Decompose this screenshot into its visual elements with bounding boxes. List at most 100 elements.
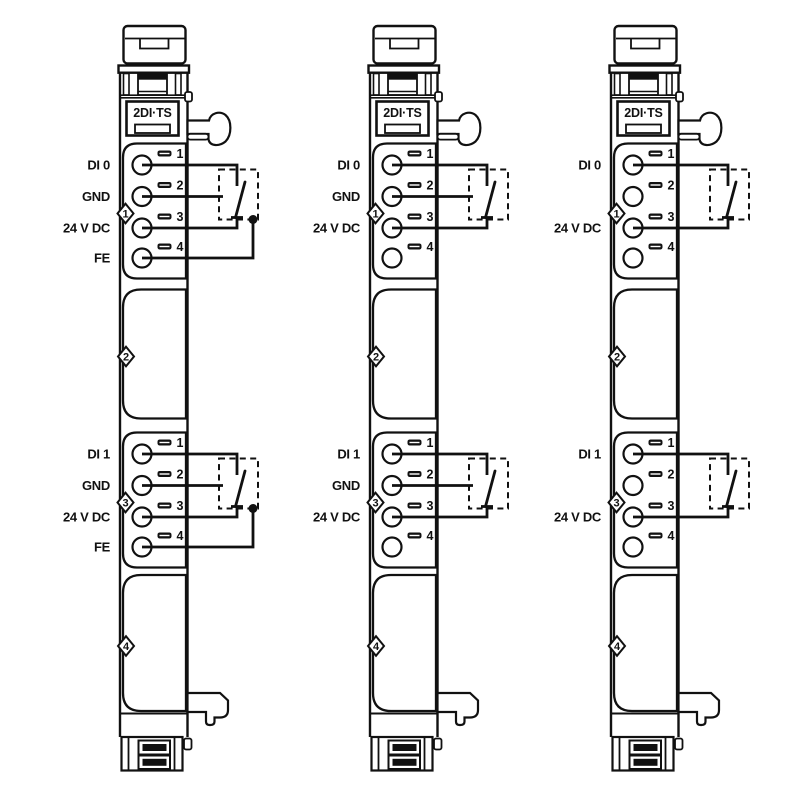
release-tab-top bbox=[677, 132, 701, 141]
release-tab-top bbox=[436, 132, 460, 141]
top-plug bbox=[613, 24, 678, 65]
cover-panel-bottom bbox=[121, 573, 188, 713]
cover-panel-mid bbox=[612, 288, 679, 420]
terminal-number: 3 bbox=[427, 499, 434, 513]
wire-di-to-switch bbox=[392, 452, 489, 475]
terminal-label: DI 0 bbox=[578, 158, 601, 173]
connection-marker-number: 1 bbox=[613, 208, 619, 220]
cover-panel-mid bbox=[371, 288, 438, 420]
terminal-number: 3 bbox=[668, 499, 675, 513]
switch-lever bbox=[725, 180, 738, 219]
section-marker-diamond bbox=[366, 634, 386, 658]
terminal-number: 2 bbox=[668, 179, 675, 193]
latch-dark-bar bbox=[629, 73, 658, 80]
terminal-label: GND bbox=[332, 478, 360, 493]
wire-24vdc-to-switch bbox=[392, 217, 489, 230]
tag-window bbox=[625, 123, 662, 134]
terminal-number: 1 bbox=[427, 147, 434, 161]
connection-marker-number: 1 bbox=[372, 208, 378, 220]
terminal-label: GND bbox=[82, 189, 110, 204]
connection-marker-diamond bbox=[116, 202, 135, 225]
release-hook-top bbox=[677, 111, 723, 147]
wire-24vdc-to-switch bbox=[392, 506, 489, 519]
terminal-circle bbox=[622, 185, 644, 208]
top-plug-tab bbox=[630, 38, 661, 50]
connection-marker-diamond bbox=[116, 491, 135, 514]
bottom-connector-contact bbox=[392, 758, 417, 766]
wire-24vdc-to-switch bbox=[633, 506, 730, 519]
sensor-dashed-box bbox=[468, 168, 509, 221]
side-lug bbox=[184, 91, 193, 103]
latch-rail-left bbox=[613, 72, 621, 96]
wire-fe bbox=[142, 219, 255, 260]
latch-rail-left bbox=[122, 72, 130, 96]
terminal-label: DI 1 bbox=[337, 447, 360, 462]
terminal-number: 3 bbox=[427, 210, 434, 224]
switch-lever bbox=[484, 469, 497, 508]
connection-marker-number: 3 bbox=[613, 497, 619, 509]
connection-marker-diamond bbox=[607, 491, 626, 514]
side-lug-bottom bbox=[674, 737, 684, 751]
section-marker-diamond bbox=[116, 634, 136, 658]
mounting-band bbox=[367, 64, 441, 74]
terminal-label: GND bbox=[82, 478, 110, 493]
bottom-connector-contact bbox=[633, 758, 658, 766]
latch-dark-bar bbox=[388, 73, 417, 80]
switch-lever bbox=[484, 180, 497, 219]
sensor-dashed-box bbox=[709, 168, 750, 221]
module-tag: 2DI·TS bbox=[133, 106, 171, 120]
switch-lever bbox=[234, 469, 247, 508]
bottom-connector-contact bbox=[142, 744, 167, 751]
bottom-connector-contact bbox=[633, 744, 658, 751]
release-hook-bottom bbox=[436, 691, 480, 727]
switch-lever bbox=[725, 469, 738, 508]
section-marker-number: 2 bbox=[614, 351, 620, 363]
terminal-number: 4 bbox=[427, 240, 434, 254]
release-hook-bottom bbox=[677, 691, 721, 727]
section-marker-diamond bbox=[366, 345, 386, 368]
terminal-circle bbox=[622, 474, 644, 497]
terminal-number: 1 bbox=[427, 436, 434, 450]
top-plug bbox=[372, 24, 437, 65]
terminal-number: 3 bbox=[177, 210, 184, 224]
terminal-number: 3 bbox=[668, 210, 675, 224]
wire-di-to-switch bbox=[392, 163, 489, 186]
terminal-label: 24 V DC bbox=[313, 510, 361, 525]
terminal-number: 1 bbox=[177, 147, 184, 161]
section-marker-number: 4 bbox=[614, 641, 621, 653]
release-tab-top bbox=[186, 132, 210, 141]
terminal-label: 24 V DC bbox=[554, 221, 602, 236]
side-lug bbox=[675, 91, 684, 103]
side-lug-bottom bbox=[433, 737, 443, 751]
sensor-dashed-box bbox=[218, 457, 259, 510]
section-marker-number: 4 bbox=[373, 641, 380, 653]
cover-panel-bottom bbox=[371, 573, 438, 713]
top-plug bbox=[122, 24, 187, 65]
connection-marker-number: 3 bbox=[372, 497, 378, 509]
latch-rail-right bbox=[424, 72, 432, 96]
terminal-number: 4 bbox=[177, 240, 184, 254]
section-marker-number: 2 bbox=[373, 351, 379, 363]
bottom-connector-contact bbox=[142, 758, 167, 766]
section-marker-diamond bbox=[607, 345, 627, 368]
terminal-circle bbox=[381, 536, 403, 558]
latch-rail-left bbox=[372, 72, 380, 96]
top-plug-tab bbox=[139, 38, 170, 50]
tag-window bbox=[384, 123, 421, 134]
wire-fe bbox=[142, 508, 255, 549]
connection-marker-diamond bbox=[366, 491, 385, 514]
terminal-number: 2 bbox=[427, 179, 434, 193]
wire-24vdc-to-switch bbox=[633, 217, 730, 230]
section-marker-diamond bbox=[607, 634, 627, 658]
side-lug bbox=[434, 91, 443, 103]
terminal-number: 1 bbox=[177, 436, 184, 450]
release-hook-top bbox=[436, 111, 482, 147]
cover-panel-bottom bbox=[612, 573, 679, 713]
terminal-label: DI 1 bbox=[578, 447, 601, 462]
cover-panel-mid bbox=[121, 288, 188, 420]
terminal-label: DI 0 bbox=[87, 158, 110, 173]
